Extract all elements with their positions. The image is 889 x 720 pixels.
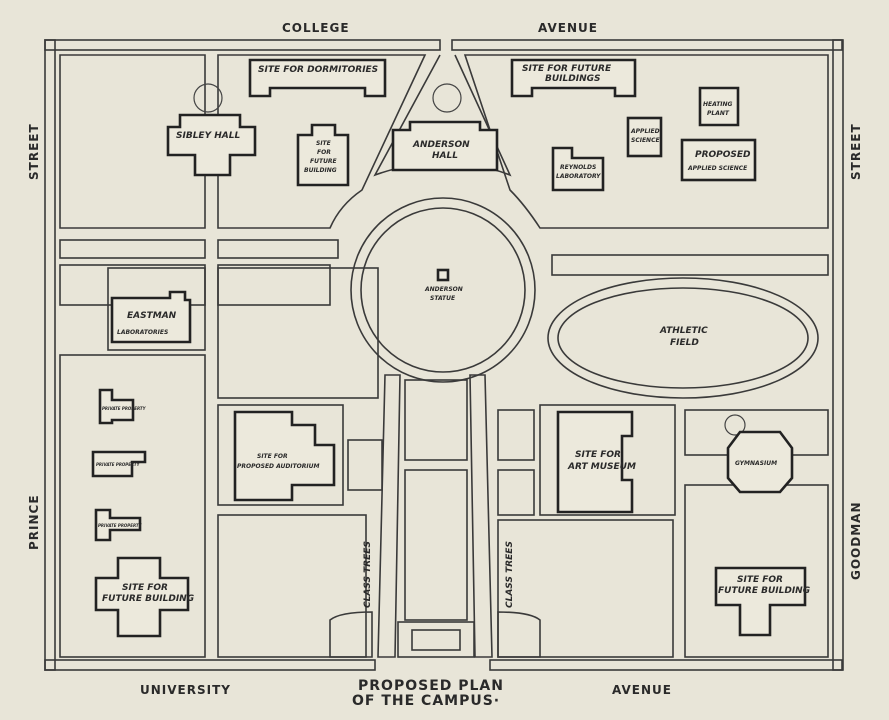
label-future-sw: SITE FOR [122,583,168,593]
street-label-avenue-north: AVENUE [538,21,598,35]
label-proposed-applied-2: APPLIED SCIENCE [687,165,748,172]
street-label-street-west: STREET [27,123,41,180]
street-label-goodman: GOODMAN [849,502,863,580]
label-private-property-1: PRIVATE PROPERTY [102,406,147,411]
label-future-buildings: SITE FOR FUTURE [522,64,612,74]
label-heating-plant: HEATING [703,101,733,108]
label-athletic-field: ATHLETIC [659,326,708,336]
label-site-future-a3: FUTURE [310,158,338,165]
label-anderson-statue-2: STATUE [430,295,456,302]
label-athletic-field-2: FIELD [670,338,699,348]
label-site-future-a: SITE [316,140,332,147]
label-eastman: EASTMAN [127,311,177,321]
label-eastman-2: LABORATORIES [117,329,168,336]
label-future-se: SITE FOR [737,575,783,585]
label-private-property-3: PRIVATE PROPERTY [98,523,143,528]
label-future-sw-2: FUTURE BUILDING [102,594,194,604]
street-label-street-east: STREET [849,123,863,180]
label-heating-plant-2: PLANT [707,110,730,117]
label-future-buildings-2: BUILDINGS [545,74,600,84]
label-applied-science-2: SCIENCE [631,137,660,144]
label-class-trees-left: CLASS TREES [363,541,373,608]
label-art-museum-2: ART MUSEUM [567,462,636,472]
label-site-future-a2: FOR [317,149,331,156]
label-proposed-applied: PROPOSED [695,150,751,160]
label-reynolds-2: LABORATORY [556,173,601,180]
label-future-se-2: FUTURE BUILDING [718,586,810,596]
label-dormitories: SITE FOR DORMITORIES [258,65,378,75]
street-label-avenue-south: AVENUE [612,683,672,697]
label-auditorium-2: PROPOSED AUDITORIUM [237,463,319,470]
label-site-future-a4: BUILDING [304,167,337,174]
road-network [44,39,844,671]
building-labels: SITE FOR DORMITORIES SITE FOR FUTURE BUI… [96,64,810,608]
street-label-university: UNIVERSITY [140,683,231,697]
label-anderson-statue: ANDERSON [424,286,463,293]
label-applied-science: APPLIED [630,128,660,135]
label-gymnasium: GYMNASIUM [735,460,777,467]
buildings [91,58,807,638]
label-class-trees-right: CLASS TREES [505,541,515,608]
street-label-college: COLLEGE [282,21,350,35]
label-reynolds: REYNOLDS [560,164,596,171]
label-anderson-hall: ANDERSON [412,140,470,150]
label-art-museum: SITE FOR [575,450,621,460]
label-auditorium: SITE FOR [257,453,288,460]
map-title-line2: OF THE CAMPUS· [352,693,500,709]
map-title-line1: PROPOSED PLAN [358,678,504,694]
street-label-prince: PRINCE [27,494,41,550]
label-private-property-2: PRIVATE PROPERTY [96,462,141,467]
label-sibley-hall: SIBLEY HALL [176,131,240,141]
label-anderson-hall-2: HALL [432,151,458,161]
